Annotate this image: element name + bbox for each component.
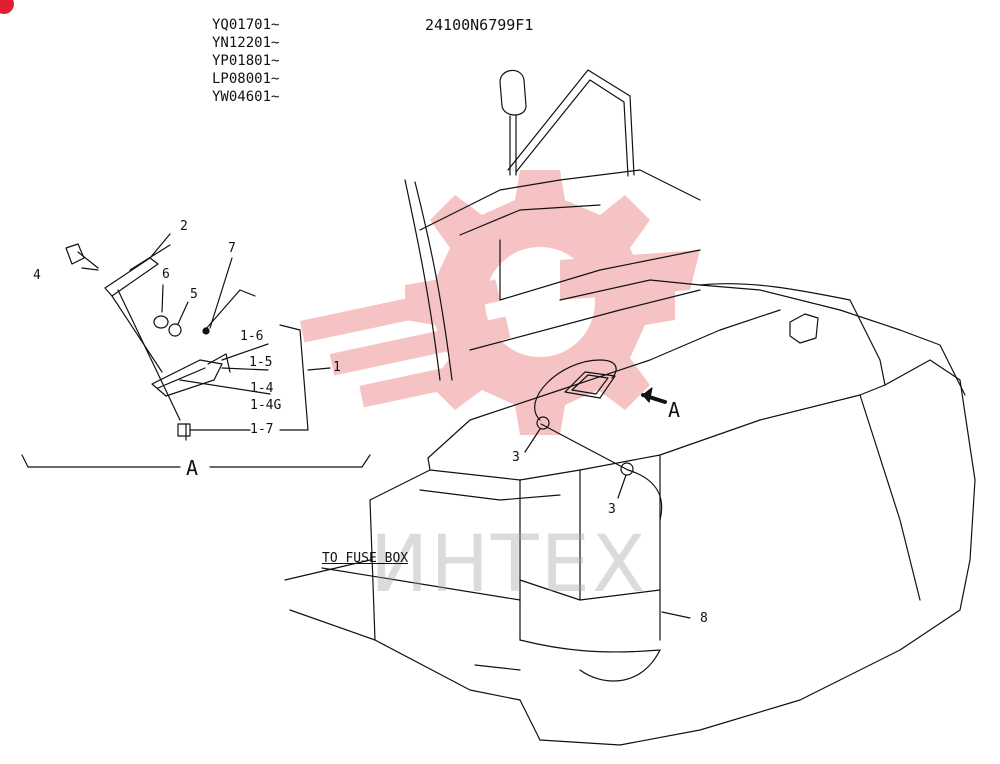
fuse-box-leader — [321, 567, 521, 601]
harness-drawing — [579, 611, 691, 682]
clip-drawing — [524, 416, 634, 499]
callout-5: 5 — [190, 287, 198, 302]
view-arrow-label: A — [668, 398, 681, 422]
callout-1-4g: 1-4G — [250, 398, 282, 413]
lamp-assembly-drawing — [534, 359, 663, 521]
handrail-drawing — [507, 69, 635, 177]
drawing-number: 24100N6799F1 — [425, 16, 534, 34]
callout-3: 3 — [512, 450, 520, 465]
serial-number: YW04601~ — [212, 89, 280, 105]
corner-badge — [0, 0, 14, 14]
mirror-drawing — [499, 69, 527, 176]
fuse-box-label: TO FUSE BOX — [322, 551, 409, 566]
callout-1-5: 1-5 — [249, 355, 273, 370]
callout-4: 4 — [33, 268, 41, 283]
serial-number: YP01801~ — [212, 53, 280, 69]
callout-1-6: 1-6 — [240, 329, 264, 344]
callout-6: 6 — [162, 267, 170, 282]
callout-1-4: 1-4 — [250, 381, 274, 396]
detail-a-drawing — [21, 233, 667, 468]
detail-a-title: A — [186, 456, 199, 480]
serial-number: YN12201~ — [212, 35, 280, 51]
callout-1-7: 1-7 — [250, 422, 274, 437]
callout-8: 8 — [700, 611, 708, 626]
callout-7: 7 — [228, 241, 236, 256]
machine-body-drawing — [284, 169, 976, 746]
watermark-text: ИНТЕХ — [370, 520, 648, 610]
watermark-gear-logo — [299, 170, 700, 435]
callout-2: 2 — [180, 219, 188, 234]
callout-1: 1 — [333, 360, 341, 375]
serial-number: LP08001~ — [212, 71, 280, 87]
callout-3: 3 — [608, 502, 616, 517]
serial-number: YQ01701~ — [212, 17, 280, 33]
